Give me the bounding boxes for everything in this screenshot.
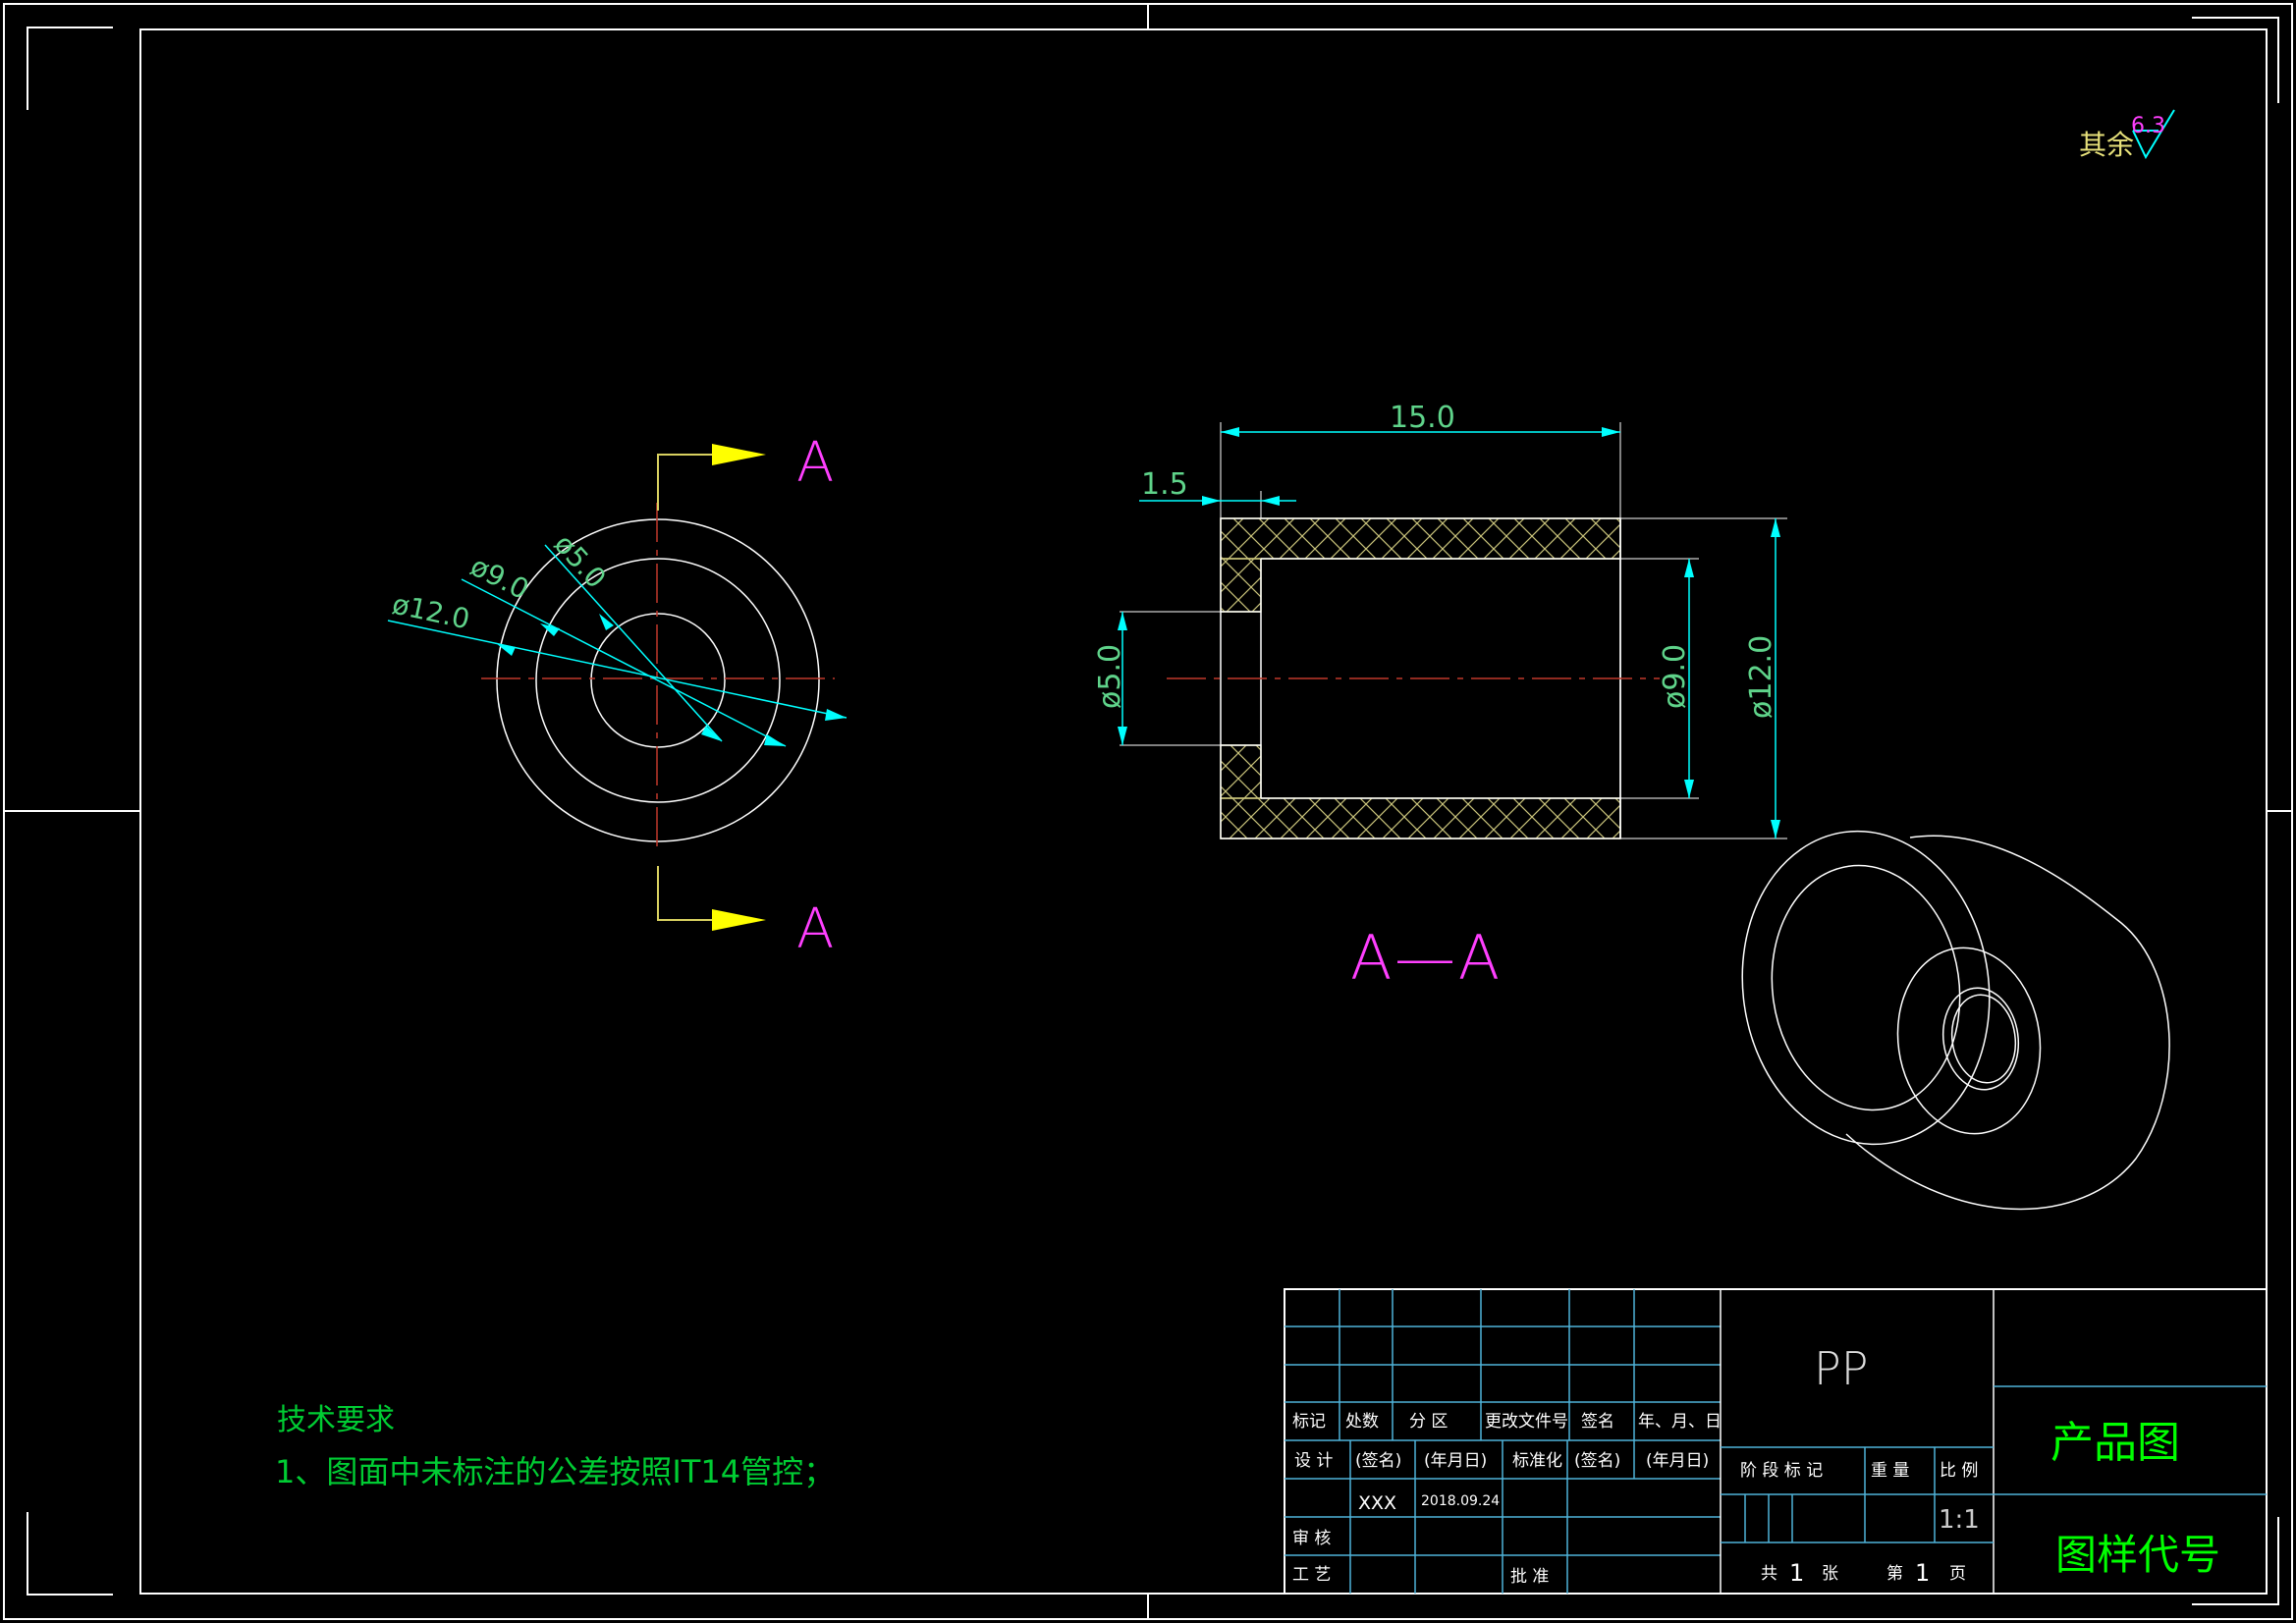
outer-circle-d12 — [496, 518, 820, 842]
tb-designer-date: 2018.09.24 — [1421, 1493, 1500, 1509]
tb-header-signature: 签名 — [1581, 1412, 1614, 1432]
tb-header-count: 处数 — [1345, 1412, 1379, 1432]
tb-sheet-unit: 张 — [1822, 1564, 1838, 1584]
tb-standard-date: (年月日) — [1646, 1451, 1709, 1471]
tb-header-mark: 标记 — [1292, 1412, 1326, 1432]
section-dim-length: 15.0 — [1390, 401, 1455, 435]
tb-material: PP — [1814, 1342, 1868, 1395]
tb-total-value: 1 — [1789, 1559, 1804, 1587]
tech-req-title: 技术要求 — [277, 1403, 395, 1437]
tech-requirements: 技术要求 1、图面中未标注的公差按照IT14管控； — [275, 1403, 835, 1490]
tech-req-item-1: 1、图面中未标注的公差按照IT14管控； — [275, 1453, 835, 1490]
title-block: 标记 处数 分 区 更改文件号 签名 年、月、日 设 计 (签名) (年月日) … — [1284, 1288, 2268, 1595]
tb-design-label: 设 计 — [1294, 1451, 1333, 1471]
section-view: 15.0 1.5 ø5.0 ø9.0 ø12.0 A—A — [1093, 401, 1787, 994]
roughness-value: 6.3 — [2131, 114, 2165, 138]
tb-process-label: 工 艺 — [1292, 1565, 1331, 1585]
section-dim-d9: ø9.0 — [1658, 644, 1692, 709]
section-marker-bottom: A — [796, 897, 834, 961]
tb-weight-header: 重 量 — [1871, 1461, 1909, 1481]
roughness-prefix: 其余 — [2079, 129, 2134, 161]
mid-circle-d9 — [535, 558, 781, 803]
section-dim-d12: ø12.0 — [1744, 635, 1778, 719]
tb-sheet-label: 第 — [1886, 1564, 1903, 1584]
roughness-symbol-icon — [2132, 109, 2175, 160]
section-view-label: A—A — [1350, 922, 1503, 994]
front-dim-d12: ø12.0 — [390, 588, 473, 636]
tb-standard-label: 标准化 — [1512, 1451, 1562, 1471]
tb-sheet-value: 1 — [1915, 1559, 1930, 1587]
tb-total-label: 共 — [1761, 1564, 1777, 1584]
tb-scale-value: 1:1 — [1939, 1505, 1980, 1535]
tb-page-unit: 页 — [1949, 1564, 1966, 1584]
front-dim-d9: ø9.0 — [465, 550, 534, 606]
section-dim-wall: 1.5 — [1141, 467, 1188, 502]
isometric-view — [1741, 830, 2170, 1211]
tb-header-zone: 分 区 — [1409, 1412, 1448, 1432]
front-dim-d5: ø5.0 — [548, 528, 613, 595]
tb-review-label: 审 核 — [1292, 1529, 1331, 1548]
tb-drawing-name: 产品图 — [2050, 1418, 2180, 1468]
tb-approve-label: 批 准 — [1510, 1567, 1549, 1587]
tb-scale-header: 比 例 — [1940, 1461, 1978, 1481]
tb-header-date: 年、月、日 — [1638, 1412, 1722, 1432]
section-arrow-top-icon — [712, 444, 766, 465]
tb-design-sign: (签名) — [1355, 1451, 1401, 1471]
tb-stage-header: 阶 段 标 记 — [1740, 1461, 1823, 1481]
section-dim-d5: ø5.0 — [1093, 644, 1127, 709]
tb-drawing-code: 图样代号 — [2055, 1531, 2220, 1579]
tb-standard-sign: (签名) — [1574, 1451, 1620, 1471]
tb-design-date: (年月日) — [1424, 1451, 1487, 1471]
section-marker-top: A — [796, 431, 834, 495]
inner-circle-d5 — [590, 613, 726, 748]
tb-designer-name: XXX — [1358, 1492, 1396, 1514]
drawing-frame — [3, 3, 2293, 1620]
front-view: ø12.0 ø9.0 ø5.0 A A — [387, 431, 847, 961]
surface-roughness-note: 其余 6.3 — [2079, 109, 2175, 161]
tb-header-change-doc: 更改文件号 — [1485, 1412, 1568, 1432]
section-arrow-bottom-icon — [712, 909, 766, 931]
